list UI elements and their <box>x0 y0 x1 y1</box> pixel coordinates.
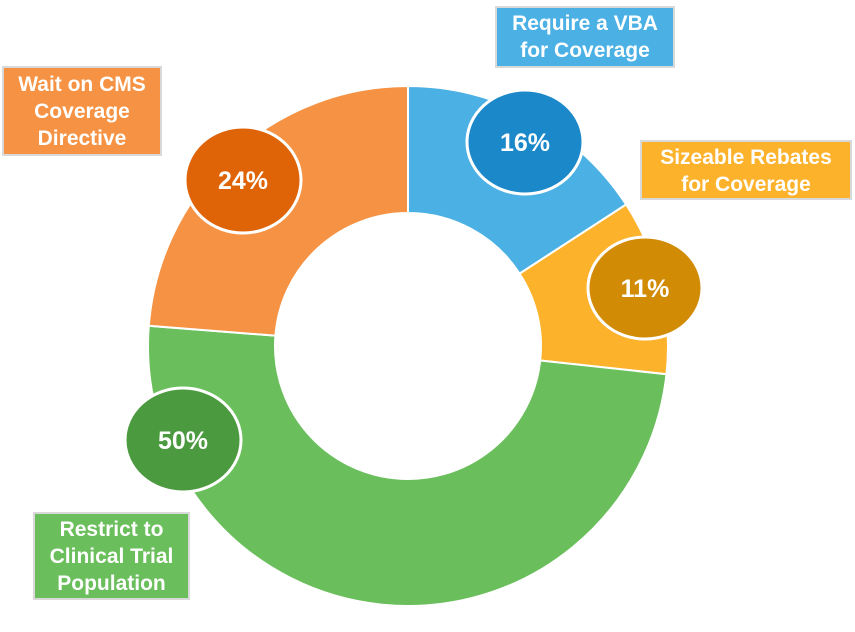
value-label-trial: 50% <box>158 427 208 455</box>
category-label-line: for Coverage <box>681 173 811 196</box>
category-label-rebates: Sizeable Rebates for Coverage <box>640 140 852 200</box>
value-badge-circle-trial <box>123 386 243 494</box>
category-label-line: Require a VBA <box>512 12 658 35</box>
value-label-vba: 16% <box>500 129 550 157</box>
value-badge-trial: 50% <box>123 386 243 494</box>
category-label-line: Clinical Trial <box>49 545 174 568</box>
category-label-vba: Require a VBA for Coverage <box>495 6 675 68</box>
category-label-line: Directive <box>37 126 127 150</box>
category-label-line: Coverage <box>34 99 130 123</box>
value-badge-vba: 16% <box>465 88 585 196</box>
value-label-cms: 24% <box>218 167 268 195</box>
category-label-line: Sizeable Rebates <box>660 146 832 169</box>
value-badge-cms: 24% <box>183 125 303 235</box>
category-label-line: Wait on CMS <box>18 72 146 96</box>
category-label-line: Restrict to <box>59 518 164 541</box>
value-badge-circle-rebates <box>586 235 704 341</box>
value-badge-rebates: 11% <box>586 235 704 341</box>
category-label-line: for Coverage <box>520 39 650 62</box>
value-label-rebates: 11% <box>621 275 670 303</box>
category-label-line: Population <box>57 572 166 595</box>
value-badge-circle-vba <box>465 88 585 196</box>
value-badge-circle-cms <box>183 125 303 235</box>
